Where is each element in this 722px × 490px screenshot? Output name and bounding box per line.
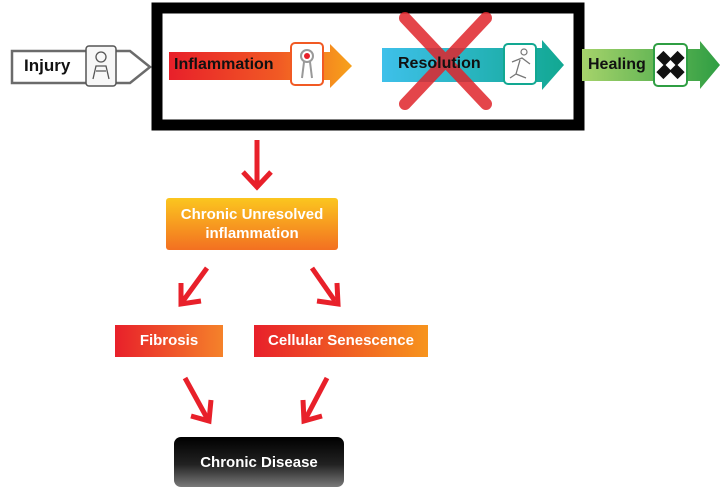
healing-arrow — [582, 41, 720, 89]
injury-box — [10, 45, 153, 87]
arrow-frame-to-chronic — [241, 140, 273, 191]
acute-phase-frame — [151, 2, 585, 131]
chronic-label-line2: inflammation — [205, 225, 299, 242]
arrow-senescence-to-disease — [300, 376, 330, 425]
patient-icon — [85, 45, 117, 87]
inflammation-label: Inflammation — [174, 56, 274, 73]
arrow-chronic-to-fibrosis — [178, 266, 210, 307]
injury-label: Injury — [24, 56, 71, 75]
fibrosis-label: Fibrosis — [139, 332, 199, 349]
inflammation-arrow — [169, 42, 352, 88]
bandage-icon — [653, 43, 688, 87]
shoulder-joint-icon — [290, 42, 324, 86]
blocked-cross — [399, 12, 492, 110]
arrow-chronic-to-senescence — [309, 266, 341, 307]
disease-box — [174, 437, 344, 487]
chronic-label: Chronic Unresolved inflammation — [166, 205, 338, 243]
arrow-fibrosis-to-disease — [182, 376, 214, 425]
chronic-label-line1: Chronic Unresolved — [180, 206, 324, 223]
chronic-box — [166, 198, 338, 250]
resolution-label: Resolution — [398, 55, 481, 72]
senescence-label: Cellular Senescence — [268, 332, 414, 349]
healing-label: Healing — [588, 56, 646, 73]
fibrosis-box — [115, 325, 223, 357]
disease-label: Chronic Disease — [200, 454, 318, 471]
senescence-box — [254, 325, 428, 357]
person-stretching-icon — [503, 43, 537, 85]
